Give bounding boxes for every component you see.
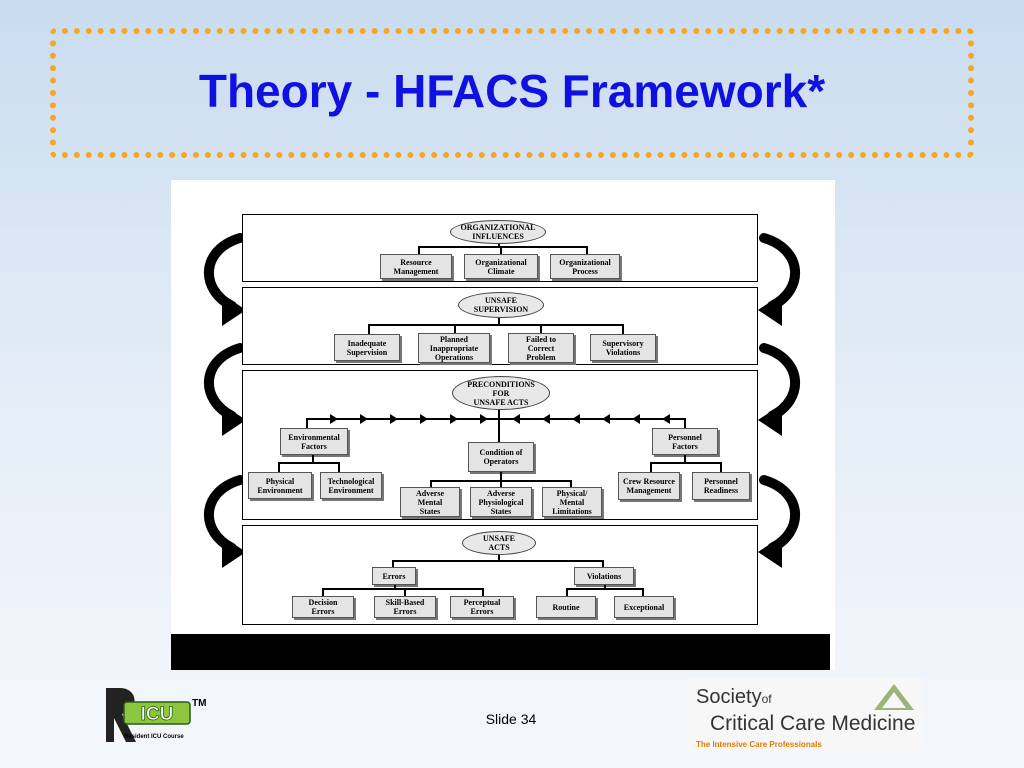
sccm-tagline: The Intensive Care Professionals bbox=[696, 740, 822, 749]
connector bbox=[454, 324, 456, 334]
box-condition-of-operators: Condition of Operators bbox=[468, 442, 534, 472]
connector bbox=[604, 585, 606, 589]
box-exceptional: Exceptional bbox=[614, 596, 674, 618]
connector bbox=[566, 588, 644, 590]
oval-unsafe-supervision: UNSAFE SUPERVISION bbox=[458, 292, 544, 318]
connector bbox=[684, 455, 686, 463]
slide-number: Slide 34 bbox=[485, 711, 537, 727]
left-curved-arrows bbox=[203, 233, 246, 568]
box-organizational-climate: Organizational Climate bbox=[464, 254, 538, 279]
box-skill-based-errors: Skill-Based Errors bbox=[374, 596, 436, 618]
oval-preconditions: PRECONDITIONS FOR UNSAFE ACTS bbox=[452, 376, 550, 410]
connector bbox=[498, 553, 500, 561]
oval-organizational-influences: ORGANIZATIONAL INFLUENCES bbox=[450, 220, 546, 244]
connector bbox=[278, 462, 280, 472]
connector bbox=[482, 588, 484, 596]
connector bbox=[418, 246, 588, 248]
ricu-logo: ICU TM Resident ICU Course bbox=[106, 688, 206, 742]
box-technological-environment: Technological Environment bbox=[320, 472, 382, 499]
connector bbox=[586, 246, 588, 254]
connector bbox=[500, 480, 502, 487]
connector-arrow-bar bbox=[306, 418, 686, 420]
black-band bbox=[171, 634, 830, 670]
connector bbox=[322, 588, 484, 590]
connector bbox=[322, 588, 324, 596]
box-physical-environment: Physical Environment bbox=[248, 472, 312, 499]
box-inadequate-supervision: Inadequate Supervision bbox=[334, 334, 400, 361]
connector bbox=[622, 324, 624, 334]
box-adverse-physiological-states: Adverse Physiological States bbox=[470, 487, 532, 517]
connector bbox=[368, 324, 624, 326]
connector bbox=[312, 455, 314, 463]
box-resource-management: Resource Management bbox=[380, 254, 452, 279]
connector bbox=[306, 418, 308, 428]
connector-arrowheads bbox=[330, 414, 670, 424]
connector bbox=[540, 324, 542, 334]
box-errors: Errors bbox=[372, 567, 416, 585]
ricu-caption: Resident ICU Course bbox=[124, 734, 184, 740]
box-adverse-mental-states: Adverse Mental States bbox=[400, 487, 460, 517]
connector bbox=[602, 560, 604, 567]
box-routine: Routine bbox=[536, 596, 596, 618]
sccm-line1: Societyof bbox=[696, 686, 772, 708]
connector bbox=[430, 480, 432, 487]
box-failed-to-correct-problem: Failed to Correct Problem bbox=[508, 333, 574, 363]
connector bbox=[566, 588, 568, 596]
box-planned-inappropriate-operations: Planned Inappropriate Operations bbox=[418, 333, 490, 363]
box-violations: Violations bbox=[574, 567, 634, 585]
connector bbox=[498, 243, 500, 248]
box-environmental-factors: Environmental Factors bbox=[280, 428, 348, 455]
slide-title: Theory - HFACS Framework* bbox=[198, 65, 826, 117]
box-supervisory-violations: Supervisory Violations bbox=[590, 334, 656, 361]
box-decision-errors: Decision Errors bbox=[292, 596, 354, 618]
right-curved-arrows bbox=[758, 233, 801, 568]
connector bbox=[368, 324, 370, 334]
connector bbox=[392, 560, 604, 562]
connector bbox=[404, 588, 406, 596]
ricu-mark-text: ICU bbox=[141, 704, 174, 725]
box-crew-resource-management: Crew Resource Management bbox=[618, 472, 680, 500]
box-personnel-readiness: Personnel Readiness bbox=[692, 472, 750, 500]
sccm-logo: Societyof Critical Care Medicine The Int… bbox=[688, 678, 924, 754]
box-physical-mental-limitations: Physical/ Mental Limitations bbox=[542, 487, 602, 517]
connector bbox=[570, 480, 572, 487]
connector bbox=[500, 246, 502, 254]
title-frame bbox=[50, 28, 974, 158]
connector bbox=[278, 462, 340, 464]
connector bbox=[498, 408, 500, 442]
connector bbox=[720, 462, 722, 472]
connector bbox=[684, 418, 686, 428]
connector bbox=[338, 462, 340, 472]
connector bbox=[500, 472, 502, 481]
ricu-tm: TM bbox=[192, 698, 206, 709]
connector bbox=[394, 585, 396, 589]
sccm-triangle-icon bbox=[874, 684, 914, 710]
connector bbox=[498, 318, 500, 325]
connector bbox=[650, 462, 722, 464]
connector bbox=[418, 246, 420, 254]
box-perceptual-errors: Perceptual Errors bbox=[450, 596, 514, 618]
sccm-line2: Critical Care Medicine bbox=[710, 712, 916, 735]
box-personnel-factors: Personnel Factors bbox=[652, 428, 718, 455]
connector bbox=[392, 560, 394, 567]
connector bbox=[650, 462, 652, 472]
connector bbox=[642, 588, 644, 596]
box-organizational-process: Organizational Process bbox=[550, 254, 620, 279]
oval-unsafe-acts: UNSAFE ACTS bbox=[462, 531, 536, 555]
